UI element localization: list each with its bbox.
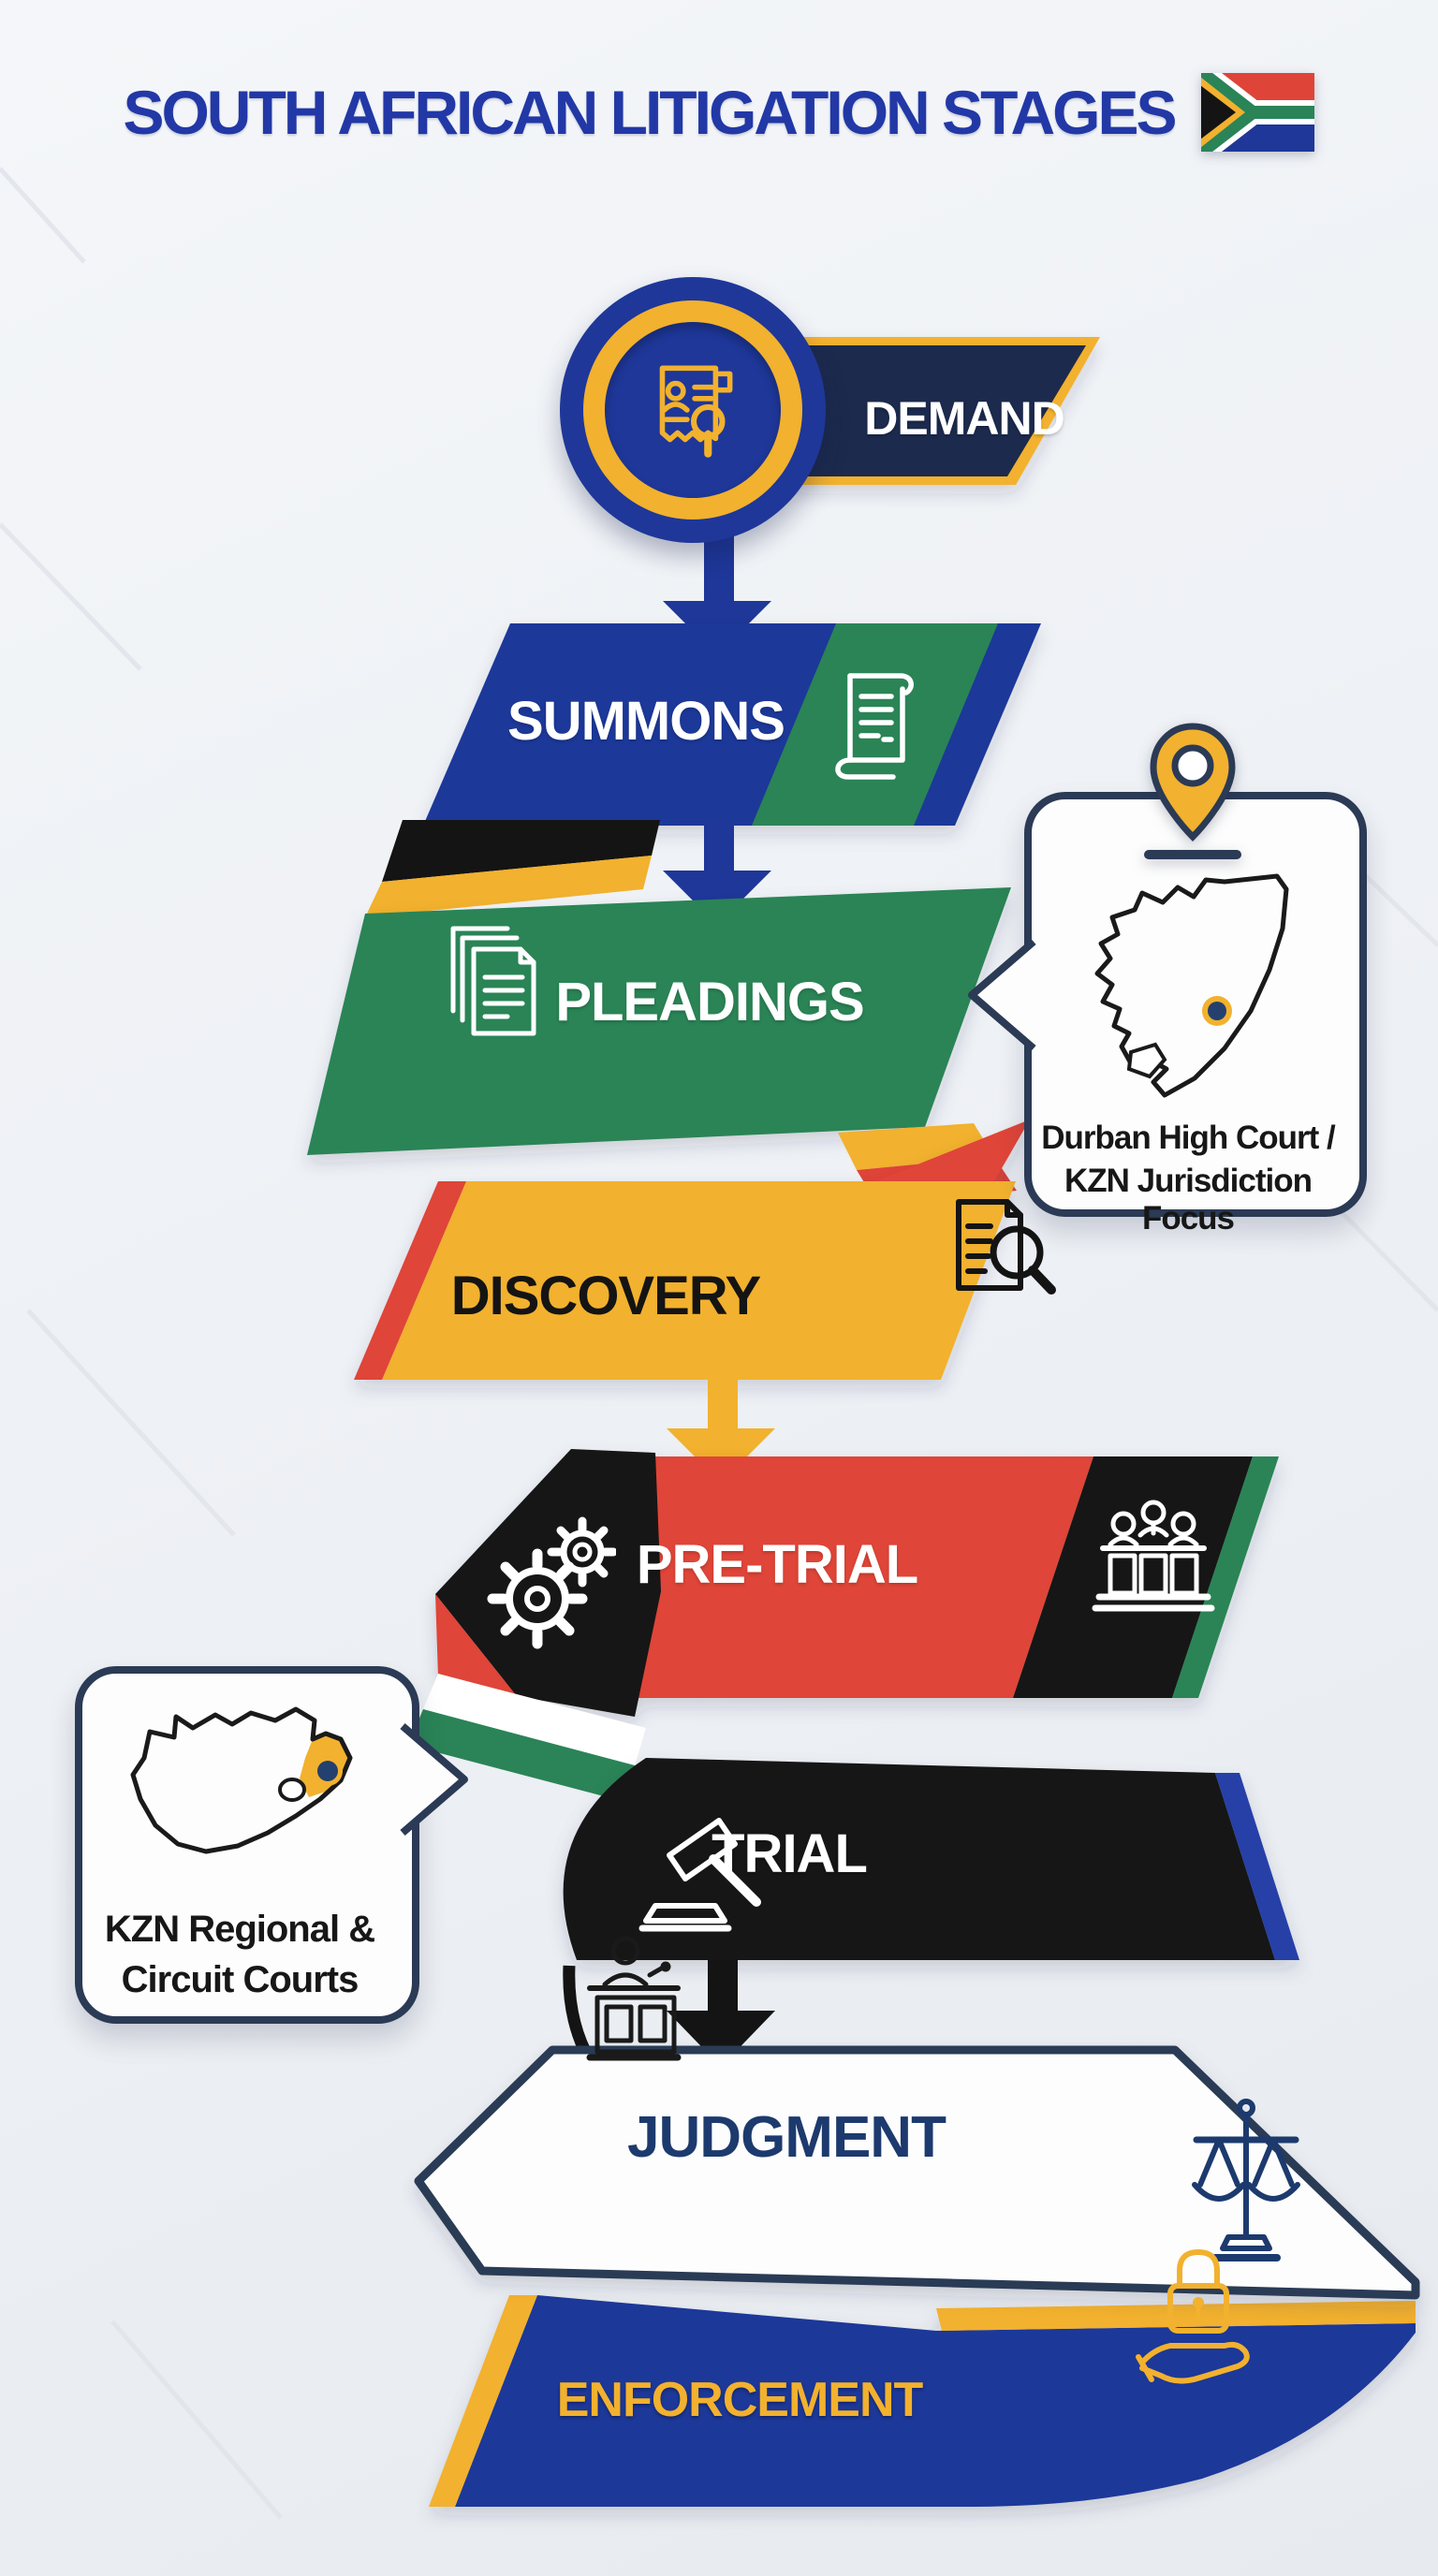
callout-kzn-tail bbox=[400, 1722, 468, 1837]
jury-box-icon bbox=[1092, 1500, 1215, 1612]
discovery-band bbox=[354, 1120, 1030, 1380]
arrow-summons-to-pleadings bbox=[663, 820, 771, 925]
stage-label-trial: TRIAL bbox=[712, 1823, 868, 1884]
demand-circle-badge bbox=[560, 277, 826, 543]
witness-stand-icon bbox=[586, 1936, 682, 2061]
stage-label-judgment: JUDGMENT bbox=[627, 2105, 946, 2170]
document-magnifier-icon bbox=[956, 1199, 1056, 1295]
document-person-search-icon bbox=[659, 365, 733, 458]
kzn-province-map bbox=[1094, 873, 1289, 1098]
callout-durban-line1: Durban High Court / bbox=[1041, 1120, 1335, 1156]
demand-circle-inner bbox=[605, 322, 781, 498]
fold-pretrial-trial bbox=[408, 1674, 646, 1801]
pleadings-band bbox=[307, 887, 1011, 1155]
gears-icon bbox=[487, 1516, 616, 1649]
stage-label-discovery: DISCOVERY bbox=[450, 1266, 761, 1326]
stage-label-enforcement: ENFORCEMENT bbox=[556, 2373, 924, 2427]
stage-label-pretrial: PRE-TRIAL bbox=[636, 1534, 918, 1595]
arrow-discovery-to-pretrial bbox=[667, 1380, 775, 1483]
callout-durban-line2: KZN Jurisdiction Focus bbox=[1064, 1163, 1313, 1237]
padlock-hand-icon bbox=[1136, 2249, 1250, 2384]
demand-circle-gold-ring bbox=[583, 300, 802, 520]
stage-label-demand: DEMAND bbox=[864, 392, 1064, 445]
demand-banner bbox=[791, 337, 1100, 485]
trial-band bbox=[563, 1758, 1299, 1960]
south-africa-flag-icon bbox=[1200, 73, 1315, 152]
south-africa-map bbox=[130, 1706, 353, 1854]
callout-durban-tail bbox=[968, 938, 1036, 1052]
scroll-icon bbox=[835, 673, 914, 780]
judgment-band bbox=[414, 2045, 1420, 2300]
callout-kzn-line1: KZN Regional & bbox=[104, 1909, 375, 1950]
gavel-icon bbox=[638, 1818, 761, 1932]
fold-summons-pleadings bbox=[365, 820, 660, 917]
documents-stack-icon bbox=[450, 926, 536, 1036]
page-title: SOUTH AFRICAN LITIGATION STAGES bbox=[123, 78, 1177, 147]
stage-label-summons: SUMMONS bbox=[507, 691, 785, 752]
callout-kzn-line2: Circuit Courts bbox=[121, 1959, 360, 2000]
callout-kzn-courts bbox=[75, 1666, 419, 2024]
stage-label-pleadings: PLEADINGS bbox=[555, 972, 864, 1032]
arrow-trial-to-judgment bbox=[667, 1960, 775, 2067]
header: SOUTH AFRICAN LITIGATION STAGES bbox=[0, 73, 1438, 152]
map-pin-icon bbox=[1144, 723, 1241, 859]
scales-of-justice-icon bbox=[1192, 2099, 1300, 2261]
